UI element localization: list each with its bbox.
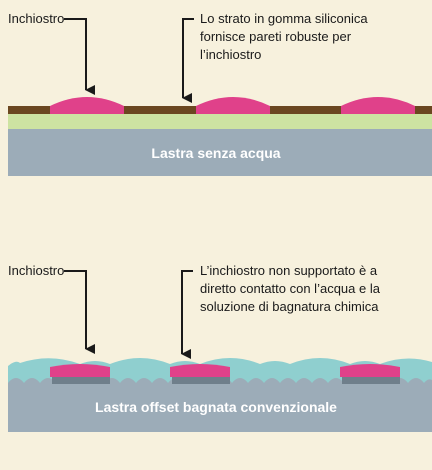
conventional-plate-diagram (8, 270, 432, 432)
ink-label: Inchiostro (8, 263, 65, 278)
waterless-plate-label: Lastra senza acqua (151, 145, 281, 161)
water-arrow (181, 270, 193, 359)
ink-dot (170, 364, 230, 377)
ink-dot (340, 364, 400, 377)
water-label-line: soluzione di bagnatura chimica (200, 299, 379, 314)
primer-layer (8, 114, 432, 129)
conventional-plate-base (8, 378, 432, 432)
ink-arrow (64, 270, 95, 354)
water-label-line: diretto contatto con l’acqua e la (200, 281, 380, 296)
silicone-label-line: l’inchiostro (200, 47, 262, 62)
ink-dot (196, 97, 270, 114)
ink-dot (50, 364, 110, 377)
waterless-plate-diagram (8, 18, 432, 176)
silicone-layer-label: Lo strato in gomma siliconica fornisce p… (200, 10, 368, 64)
silicone-label-line: fornisce pareti robuste per (200, 29, 352, 44)
ink-dot (341, 97, 415, 114)
silicone-label-line: Lo strato in gomma siliconica (200, 11, 368, 26)
ink-arrow (64, 18, 95, 95)
ink-dot (50, 97, 124, 114)
silicone-arrow (182, 18, 194, 103)
water-label-line: L’inchiostro non supportato è a (200, 263, 378, 278)
ink-label: Inchiostro (8, 11, 65, 26)
water-label: L’inchiostro non supportato è a diretto … (200, 262, 380, 316)
conventional-plate-label: Lastra offset bagnata convenzionale (95, 399, 337, 415)
waterless-plate-base (8, 129, 432, 176)
